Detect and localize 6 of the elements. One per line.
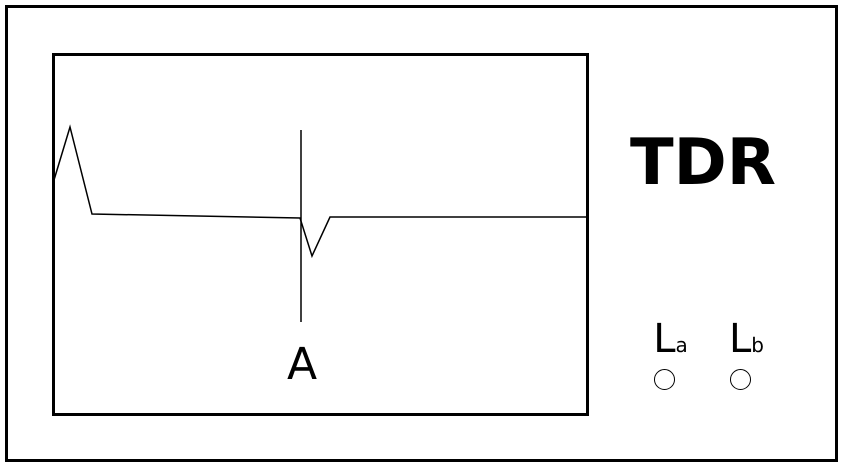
- device-frame: [5, 5, 838, 462]
- display-screen: [52, 53, 589, 416]
- device-title: TDR: [630, 131, 776, 195]
- terminal-circle: [654, 369, 675, 390]
- marker-label: A: [286, 343, 318, 387]
- terminal-circle: [730, 369, 751, 390]
